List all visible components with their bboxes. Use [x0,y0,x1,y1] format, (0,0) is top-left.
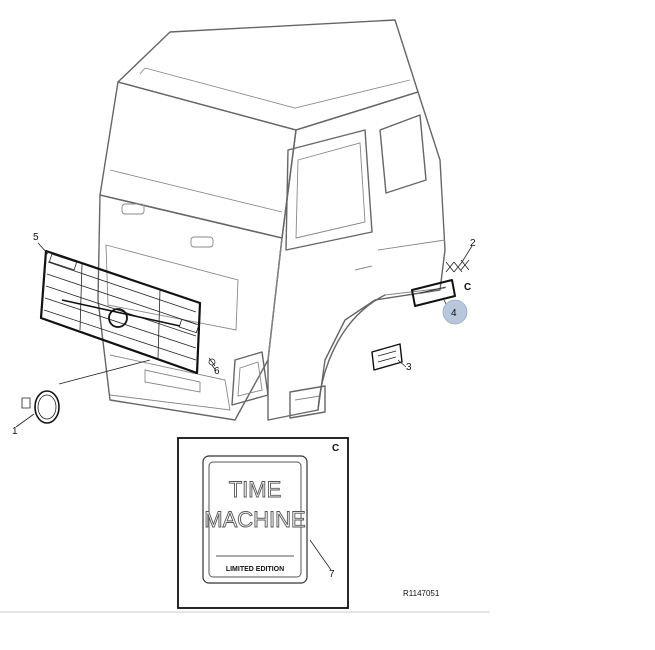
callout-7: 7 [329,569,335,580]
decal-footer-text: LIMITED EDITION [226,566,284,573]
screw-part [208,357,216,367]
side-badge-part [371,343,403,371]
callout-1: 1 [12,426,18,437]
detail-box-letter: C [332,443,339,454]
detail-box-c: C TIME MACHINE LIMITED EDITION 7 [177,437,349,609]
reference-number: R1147051 [403,589,440,598]
lamp-ring-part [21,390,60,424]
callout-6: 6 [214,366,220,377]
truck-cab-drawing [97,19,446,421]
callout-4-highlight [442,299,468,325]
front-grille-part [39,249,202,375]
side-decal-part [411,279,456,307]
cab-detail-letter: C [464,282,471,293]
callout-4: 4 [451,308,457,319]
decal-text-line1: TIME [229,477,282,502]
callout-5: 5 [33,232,39,243]
callout-2: 2 [470,238,476,249]
decal-text-line2: MACHINE [204,507,305,532]
xxx-decal-part [445,259,470,273]
callout-3: 3 [406,362,412,373]
